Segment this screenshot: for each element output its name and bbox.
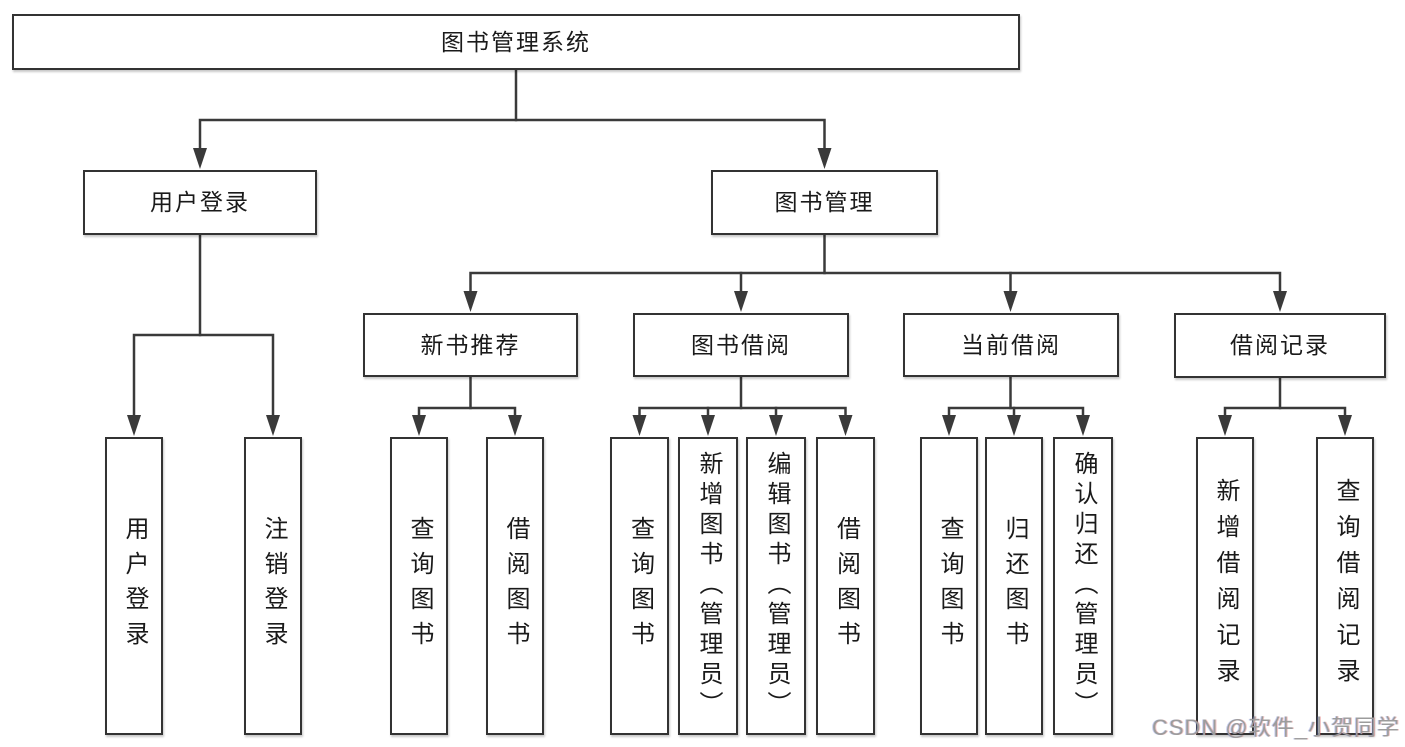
node-current-borrow-label: 当前借阅 — [961, 331, 1061, 358]
node-leaf-label: 借阅图书 — [832, 516, 860, 656]
node-leaf-add-book-admin: 新增图书（管理员） — [678, 437, 738, 735]
node-leaf-query-borrow-record: 查询借阅记录 — [1316, 437, 1374, 735]
node-leaf-label: 查询图书 — [406, 516, 433, 656]
node-book-management: 图书管理 — [711, 170, 938, 235]
csdn-watermark: CSDN @软件_小贺同学 — [1151, 715, 1400, 740]
node-leaf-edit-book-admin: 编辑图书（管理员） — [746, 437, 806, 735]
node-leaf-label: 编辑图书（管理员） — [763, 451, 790, 721]
node-leaf-label: 查询图书 — [936, 516, 963, 656]
node-leaf-query-books: 查询图书 — [610, 437, 669, 735]
node-leaf-query-books: 查询图书 — [390, 437, 448, 735]
node-leaf-add-borrow-record: 新增借阅记录 — [1196, 437, 1254, 735]
node-root-label: 图书管理系统 — [441, 28, 591, 55]
node-leaf-label: 查询借阅记录 — [1332, 478, 1359, 694]
node-leaf-label: 确认归还（管理员） — [1070, 451, 1097, 721]
node-leaf-label: 新增图书（管理员） — [695, 451, 722, 721]
node-leaf-label: 借阅图书 — [502, 516, 529, 656]
node-leaf-confirm-return-admin: 确认归还（管理员） — [1053, 437, 1113, 735]
node-leaf-borrow-books: 借阅图书 — [816, 437, 875, 735]
node-leaf-borrow-books: 借阅图书 — [486, 437, 544, 735]
node-leaf-label: 查询图书 — [626, 516, 654, 656]
node-leaf-label: 新增借阅记录 — [1212, 478, 1239, 694]
node-book-borrow-label: 图书借阅 — [691, 331, 791, 358]
node-leaf-query-books: 查询图书 — [920, 437, 978, 735]
node-leaf-label: 归还图书 — [1001, 516, 1028, 656]
node-book-management-label: 图书管理 — [774, 189, 875, 215]
node-leaf-user-login: 用户登录 — [105, 437, 163, 735]
node-leaf-label: 用户登录 — [121, 516, 148, 656]
node-new-book-recommend-label: 新书推荐 — [420, 331, 521, 358]
node-new-book-recommend: 新书推荐 — [363, 313, 578, 377]
node-current-borrow: 当前借阅 — [903, 313, 1119, 377]
node-book-borrow: 图书借阅 — [633, 313, 849, 377]
node-leaf-return-book: 归还图书 — [985, 437, 1043, 735]
node-leaf-logout: 注销登录 — [244, 437, 302, 735]
node-borrow-records-label: 借阅记录 — [1230, 332, 1330, 358]
node-leaf-label: 注销登录 — [260, 516, 287, 656]
node-user-login: 用户登录 — [83, 170, 317, 235]
node-user-login-label: 用户登录 — [150, 189, 250, 215]
node-borrow-records: 借阅记录 — [1174, 313, 1386, 378]
arrowheads — [127, 148, 1352, 436]
node-root: 图书管理系统 — [12, 14, 1020, 70]
